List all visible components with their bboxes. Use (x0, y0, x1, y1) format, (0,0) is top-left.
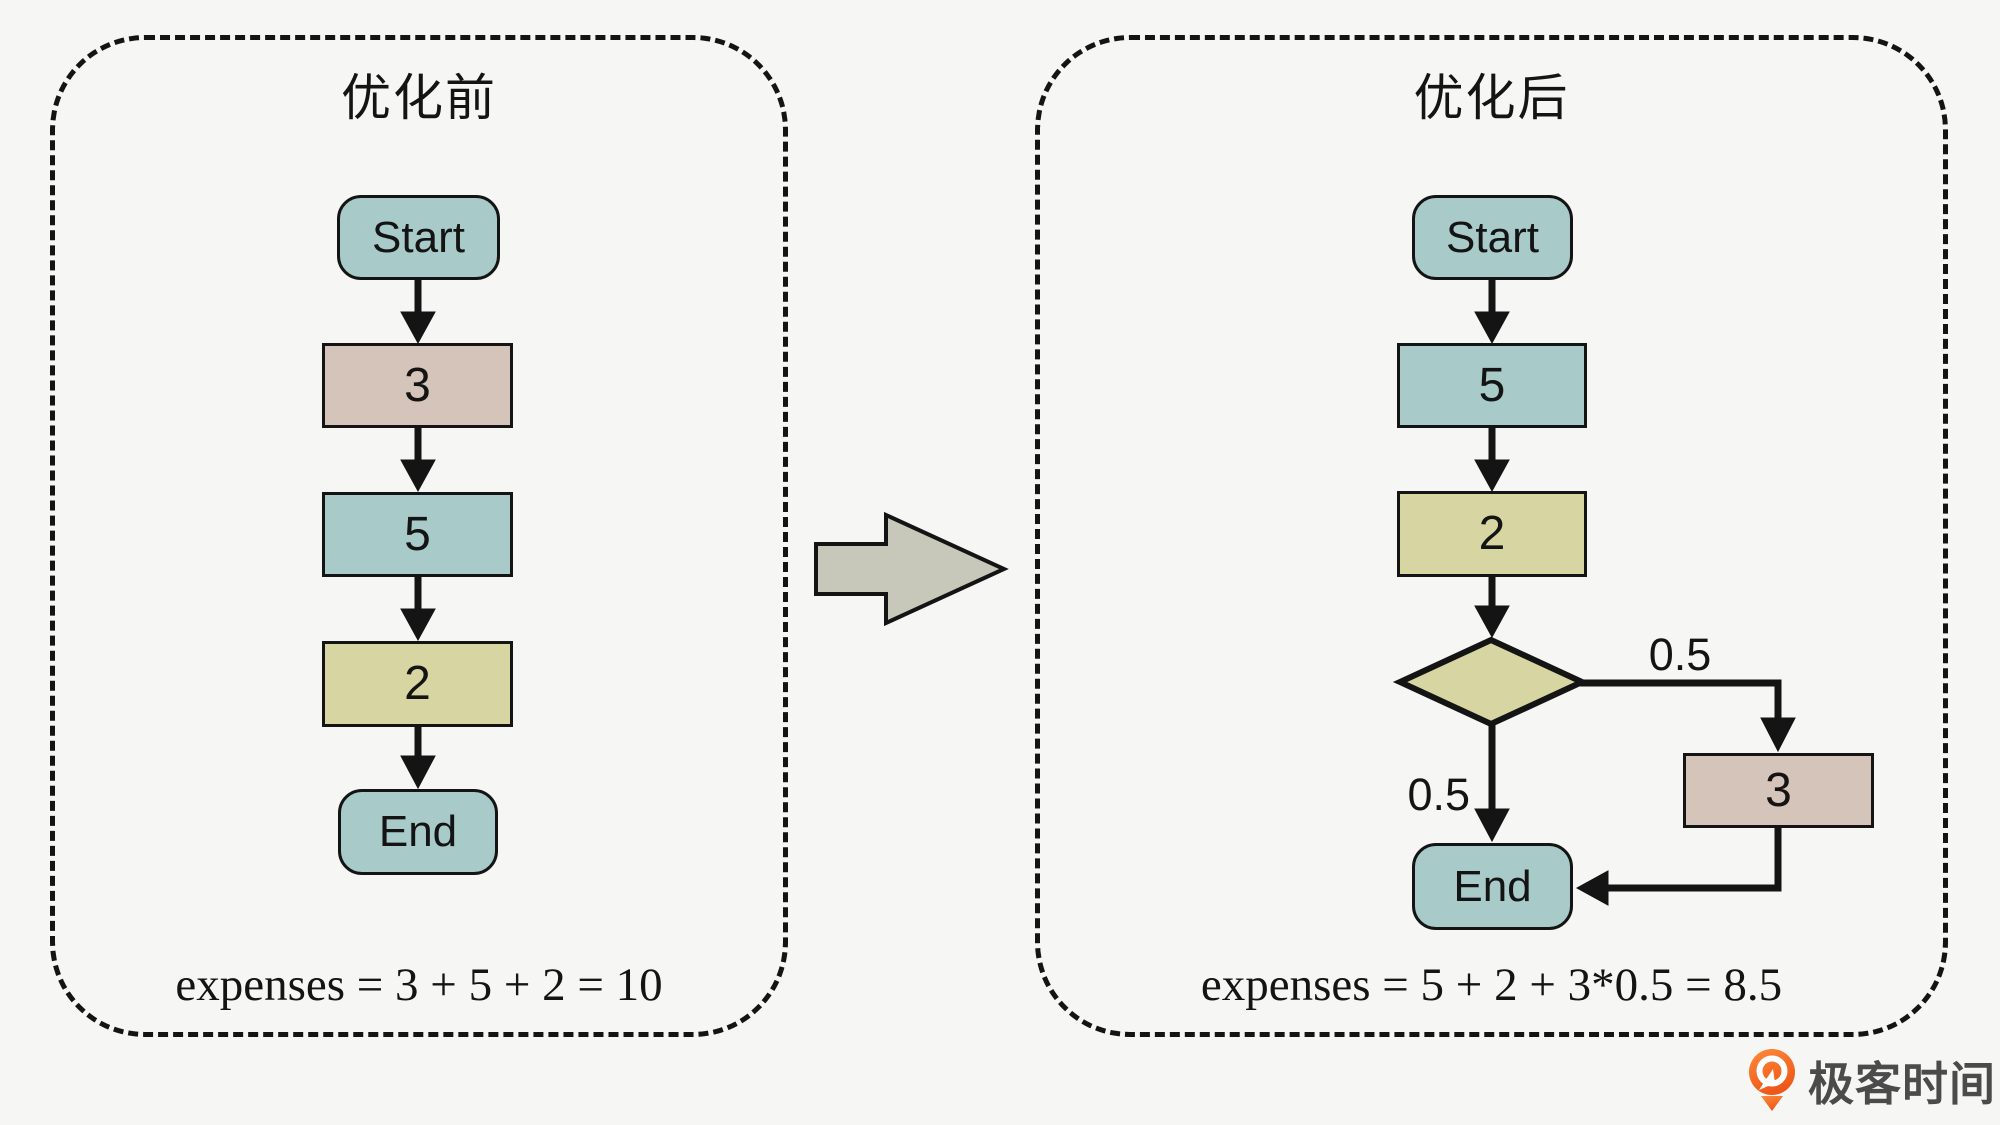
before-start-node: Start (337, 195, 500, 280)
panel-before-title: 优化前 (341, 70, 497, 126)
after-end-node: End (1412, 843, 1573, 930)
before-step-3: 3 (322, 343, 513, 428)
panel-after-title: 优化后 (1413, 70, 1570, 126)
before-step-2: 2 (322, 641, 513, 727)
geektime-logo-icon (1749, 1049, 1795, 1111)
after-step-2: 2 (1397, 491, 1587, 577)
before-expenses-formula: expenses = 3 + 5 + 2 = 10 (175, 959, 663, 1011)
after-step-3: 3 (1683, 753, 1874, 828)
panel-after (1035, 35, 1948, 1037)
after-start-node: Start (1412, 195, 1573, 280)
panel-before (50, 35, 788, 1037)
after-expenses-formula: expenses = 5 + 2 + 3*0.5 = 8.5 (1200, 959, 1783, 1011)
probability-label-down: 0.5 (1407, 769, 1470, 820)
geektime-logo: 极客时间 (1746, 1048, 1996, 1114)
transform-arrow (814, 511, 1009, 627)
probability-label-right: 0.5 (1648, 629, 1712, 680)
before-step-5: 5 (322, 492, 513, 577)
before-end-node: End (338, 789, 498, 875)
geektime-logo-text: 极客时间 (1808, 1058, 1996, 1110)
after-step-5: 5 (1397, 343, 1587, 428)
